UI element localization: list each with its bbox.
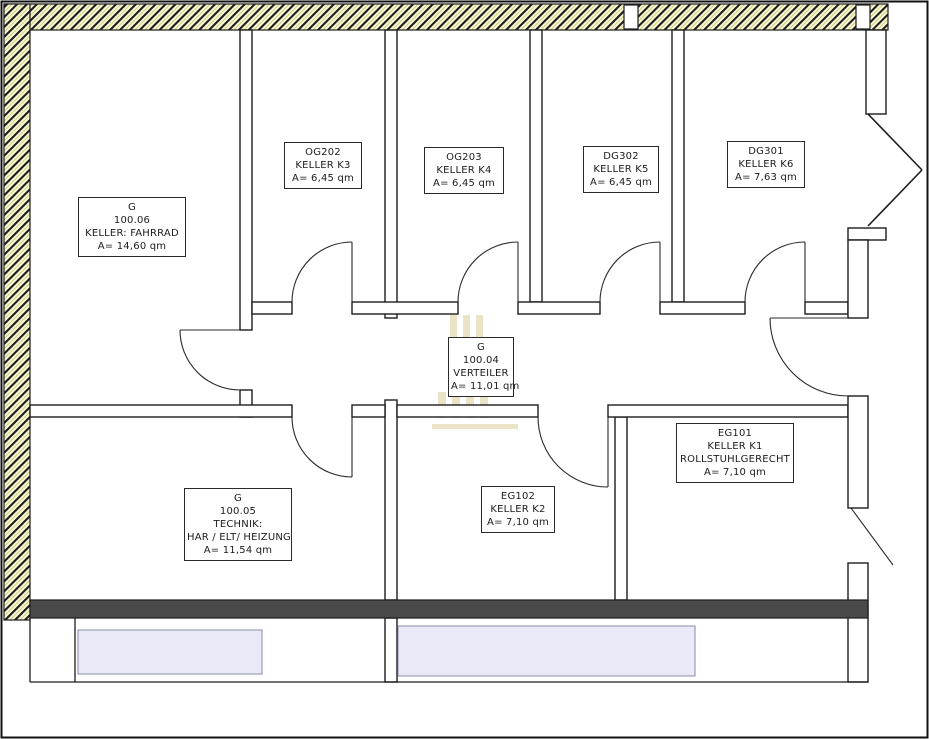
room-label-line: KELLER K4 [436, 165, 492, 176]
wall [804, 301, 849, 315]
stair-panel [77, 629, 263, 675]
door-leaf [850, 507, 894, 566]
room-label-eg102: EG102 KELLER K2 A= 7,10 qm [481, 486, 555, 533]
wall [614, 416, 628, 601]
wall [847, 395, 869, 509]
room-label-technik: G 100.05 TECHNIK: HAR / ELT/ HEIZUNG A= … [184, 488, 292, 561]
room-label-verteiler: G 100.04 VERTEILER A= 11,01 qm [448, 337, 520, 397]
wall [529, 29, 543, 303]
room-label-line: 100.05 [219, 506, 257, 517]
top-exterior-wall [3, 3, 889, 31]
room-label-line: KELLER K1 [707, 441, 763, 452]
room-label-line: EG101 [717, 428, 753, 439]
top-wall-opening [855, 4, 871, 30]
door-arc [769, 317, 849, 397]
bottom-wall [29, 599, 869, 619]
room-label-line: A= 6,45 qm [433, 178, 495, 189]
door-arc [179, 329, 241, 391]
door-arc [744, 241, 806, 303]
room-label-line: EG102 [500, 491, 536, 502]
wall [847, 562, 869, 683]
room-label-dg302: DG302 KELLER K5 A= 6,45 qm [583, 146, 659, 193]
wall [251, 301, 293, 315]
room-label-line: G [128, 202, 136, 213]
room-label-eg101: EG101 KELLER K1 ROLLSTUHLGERECHT A= 7,10… [676, 423, 794, 483]
room-label-dg301: DG301 KELLER K6 A= 7,63 qm [727, 141, 805, 188]
room-label-keller-fahrrad: G 100.06 KELLER: FAHRRAD A= 14,60 qm [78, 197, 186, 257]
room-label-line: VERTEILER [453, 368, 509, 379]
bottom-zone [29, 618, 868, 683]
stair-panel [397, 625, 696, 677]
room-label-line: KELLER: FAHRRAD [85, 228, 179, 239]
room-label-line: A= 11,01 qm [451, 381, 520, 392]
wall [607, 404, 849, 418]
room-label-og203: OG203 KELLER K4 A= 6,45 qm [424, 147, 504, 194]
left-exterior-wall [3, 3, 31, 621]
wall [351, 404, 386, 418]
top-wall-opening [623, 4, 639, 30]
room-label-line: 100.04 [462, 355, 500, 366]
wall [384, 29, 398, 319]
room-label-line: A= 7,10 qm [487, 517, 549, 528]
room-label-line: HAR / ELT/ HEIZUNG [187, 532, 291, 543]
room-label-line: ROLLSTUHLGERECHT [680, 454, 790, 465]
door-arc [291, 241, 353, 303]
door-arc [291, 416, 353, 478]
exterior-walls [3, 3, 889, 621]
wall [847, 227, 887, 241]
wall [384, 617, 398, 683]
wall [659, 301, 746, 315]
room-label-line: A= 7,10 qm [704, 467, 766, 478]
room-label-line: A= 11,54 qm [203, 545, 273, 556]
room-label-line: OG203 [446, 152, 482, 163]
wall [847, 239, 869, 319]
wall [865, 29, 887, 115]
right-bay [867, 113, 923, 227]
wall [29, 404, 293, 418]
wall [351, 301, 459, 315]
room-label-line: G [234, 493, 242, 504]
room-label-line: A= 14,60 qm [97, 241, 167, 252]
wall [396, 404, 539, 418]
interior-walls [29, 29, 887, 683]
room-label-line: A= 6,45 qm [292, 173, 354, 184]
room-label-line: G [477, 342, 485, 353]
door-arc [537, 416, 609, 488]
wall [517, 301, 601, 315]
room-label-line: TECHNIK: [213, 519, 263, 530]
room-label-line: A= 6,45 qm [590, 177, 652, 188]
doors [179, 241, 894, 566]
room-label-line: KELLER K6 [738, 159, 794, 170]
room-label-line: KELLER K3 [295, 160, 351, 171]
wall [384, 399, 398, 601]
room-label-line: KELLER K2 [490, 504, 546, 515]
room-label-line: DG301 [748, 146, 784, 157]
door-arc [599, 241, 661, 303]
room-label-line: 100.06 [113, 215, 151, 226]
room-label-line: A= 7,63 qm [735, 172, 797, 183]
room-label-line: DG302 [603, 151, 639, 162]
door-arc [457, 241, 519, 303]
wall [671, 29, 685, 303]
room-label-line: KELLER K5 [593, 164, 649, 175]
room-label-line: OG202 [305, 147, 341, 158]
room-label-og202: OG202 KELLER K3 A= 6,45 qm [284, 142, 362, 189]
wall [239, 29, 253, 331]
